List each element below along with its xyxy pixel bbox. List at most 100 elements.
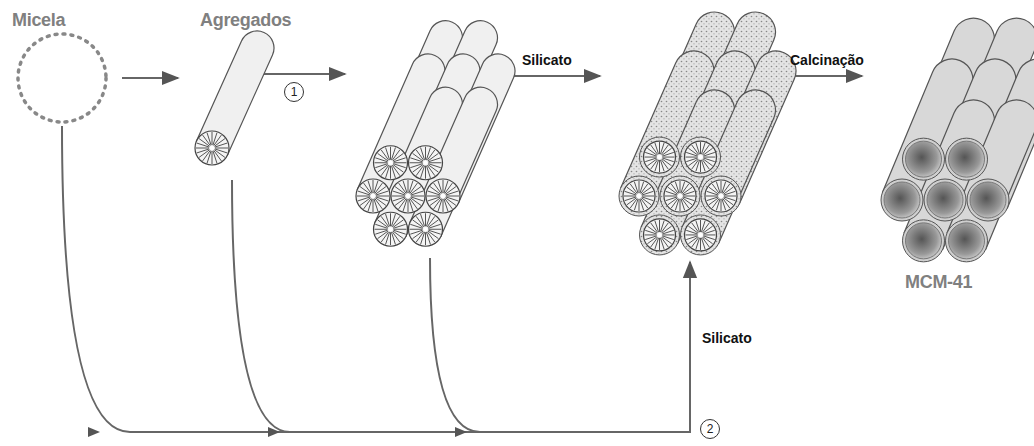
- micelle-face: [374, 146, 408, 180]
- surfactant-stroke: [375, 164, 387, 168]
- surfactant-stroke: [634, 182, 638, 193]
- surfactant-stroke: [625, 197, 636, 201]
- micelle-face: [374, 212, 408, 246]
- surfactant-stroke: [703, 230, 714, 234]
- core: [699, 155, 703, 159]
- micelle-face: [409, 146, 443, 180]
- surfactant-stroke: [368, 181, 372, 193]
- surfactant-stroke: [428, 158, 440, 162]
- surfactant-stroke: [663, 234, 675, 235]
- route-arrow: [62, 126, 690, 432]
- surfactant-stroke: [215, 148, 228, 149]
- surfactant-stroke: [390, 166, 391, 179]
- surfactant-stroke: [724, 191, 735, 195]
- route-arrow: [232, 180, 290, 432]
- surfactant-stroke: [701, 160, 705, 171]
- surfactant-stroke: [700, 238, 701, 250]
- silica-wall: [967, 179, 1009, 221]
- surfactant-stroke: [421, 148, 425, 160]
- surfactant-stroke: [724, 196, 736, 197]
- core: [406, 194, 410, 198]
- surfactant-stroke: [642, 191, 653, 195]
- core: [424, 227, 428, 231]
- surfactant-stroke: [393, 224, 405, 228]
- rod-aggregate: [195, 31, 274, 165]
- surfactant-stroke: [357, 196, 370, 197]
- surfactant-stroke: [701, 238, 705, 249]
- surfactant-stroke: [408, 199, 409, 212]
- micelle-face: [644, 219, 676, 251]
- surfactant-stroke: [665, 196, 677, 197]
- surfactant-stroke: [659, 160, 660, 172]
- surfactant-stroke: [680, 181, 681, 193]
- micelle-face: [705, 180, 737, 212]
- surfactant-stroke: [681, 199, 685, 210]
- surfactant-stroke: [721, 181, 722, 193]
- surfactant-stroke: [408, 180, 409, 193]
- reagent-label: Silicato: [522, 52, 572, 68]
- core: [719, 194, 723, 198]
- surfactant-stroke: [446, 191, 458, 195]
- callout-number: 1: [284, 82, 304, 102]
- core: [658, 233, 662, 237]
- route-arrow: [430, 258, 480, 432]
- surfactant-stroke: [421, 214, 425, 226]
- surfactant-stroke: [425, 232, 426, 245]
- core: [637, 194, 641, 198]
- surfactant-stroke: [683, 191, 694, 195]
- surfactant-stroke: [659, 142, 660, 154]
- surfactant-stroke: [660, 238, 664, 249]
- micelle-face: [356, 179, 390, 213]
- micelle-face: [664, 180, 696, 212]
- surfactant-stroke: [375, 230, 387, 234]
- surfactant-stroke: [212, 132, 213, 145]
- surfactant-stroke: [680, 199, 681, 211]
- silica-wall: [640, 137, 680, 177]
- core: [210, 146, 214, 150]
- surfactant-stroke: [375, 229, 388, 230]
- hexagonal-array: [619, 12, 796, 255]
- surfactant-stroke: [425, 166, 426, 179]
- surfactant-stroke: [640, 199, 644, 210]
- surfactant-stroke: [655, 143, 659, 154]
- surfactant-stroke: [624, 196, 636, 197]
- silica-wall: [946, 138, 988, 180]
- step-label: Calcinação: [790, 52, 864, 68]
- surfactant-stroke: [645, 157, 657, 158]
- surfactant-stroke: [373, 199, 374, 212]
- surfactant-stroke: [394, 162, 407, 163]
- surfactant-stroke: [428, 197, 440, 201]
- surfactant-stroke: [373, 180, 374, 193]
- surfactant-stroke: [686, 158, 697, 162]
- surfactant-stroke: [659, 238, 660, 250]
- silica-wall: [946, 220, 988, 262]
- surfactant-stroke: [443, 199, 444, 212]
- silica-wall: [701, 176, 741, 216]
- pore: [906, 141, 942, 177]
- surfactant-stroke: [696, 143, 700, 154]
- surfactant-stroke: [660, 160, 664, 171]
- surfactant-stroke: [425, 213, 426, 226]
- surfactant-stroke: [703, 152, 714, 156]
- surfactant-stroke: [642, 196, 654, 197]
- core: [658, 155, 662, 159]
- surfactant-stroke: [376, 191, 388, 195]
- surfactant-stroke: [386, 214, 390, 226]
- surfactant-stroke: [446, 196, 459, 197]
- silica-wall: [903, 138, 945, 180]
- surfactant-stroke: [645, 236, 656, 240]
- surfactant-stroke: [394, 229, 407, 230]
- micelle: [18, 34, 106, 122]
- micelle-face: [409, 212, 443, 246]
- surfactant-stroke: [686, 236, 697, 240]
- silica-wall: [619, 176, 659, 216]
- tube-body: [196, 31, 273, 155]
- surfactant-stroke: [663, 157, 675, 158]
- product-label: MCM-41: [905, 272, 972, 293]
- surfactant-stroke: [410, 230, 422, 234]
- surfactant-stroke: [707, 197, 718, 201]
- micelle-face: [644, 141, 676, 173]
- surfactant-stroke: [662, 230, 673, 234]
- surfactant-stroke: [429, 229, 442, 230]
- surfactant-stroke: [392, 196, 405, 197]
